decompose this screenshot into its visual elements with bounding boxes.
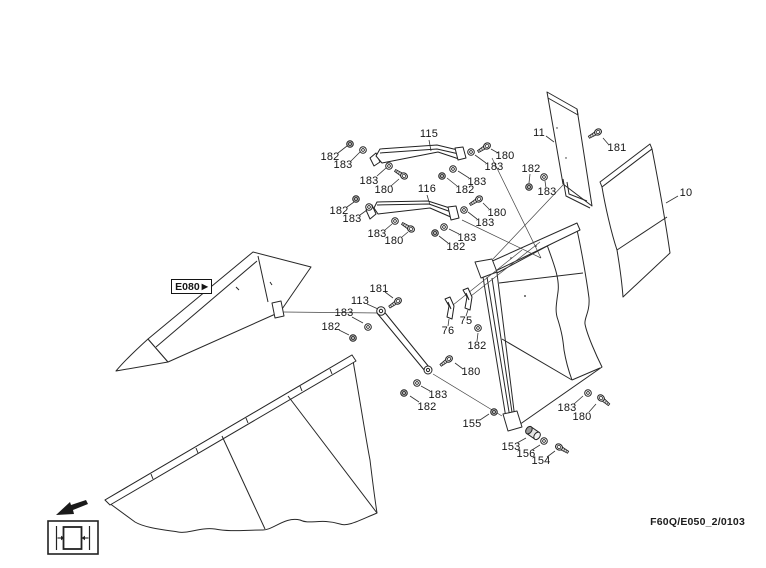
- upper-panel-11: [546, 91, 593, 209]
- figure-reference-label: E080: [175, 280, 200, 293]
- clip-76: [444, 296, 455, 320]
- assembly-alignment-lines: [282, 157, 564, 417]
- figure-reference-e080[interactable]: E080 ▶: [171, 279, 212, 294]
- center-divider-panel: [474, 222, 603, 432]
- support-bar-115: [369, 144, 467, 167]
- brace-113: [376, 306, 433, 375]
- clip-75: [462, 287, 473, 311]
- left-cover-beam: [115, 251, 312, 372]
- rear-panel-10: [599, 143, 671, 298]
- direction-arrow-icon: [56, 500, 88, 515]
- fasteners: [346, 127, 612, 456]
- orientation-pictogram: [47, 500, 99, 555]
- spacer-153: [525, 425, 541, 441]
- lower-side-sheet: [104, 354, 378, 533]
- arrow-right-icon: ▶: [201, 281, 208, 291]
- leader-lines: [337, 135, 679, 458]
- doc-code: F60Q/E050_2/0103: [650, 516, 745, 528]
- support-bar-116: [365, 200, 460, 221]
- width-adjust-icon: [47, 520, 99, 555]
